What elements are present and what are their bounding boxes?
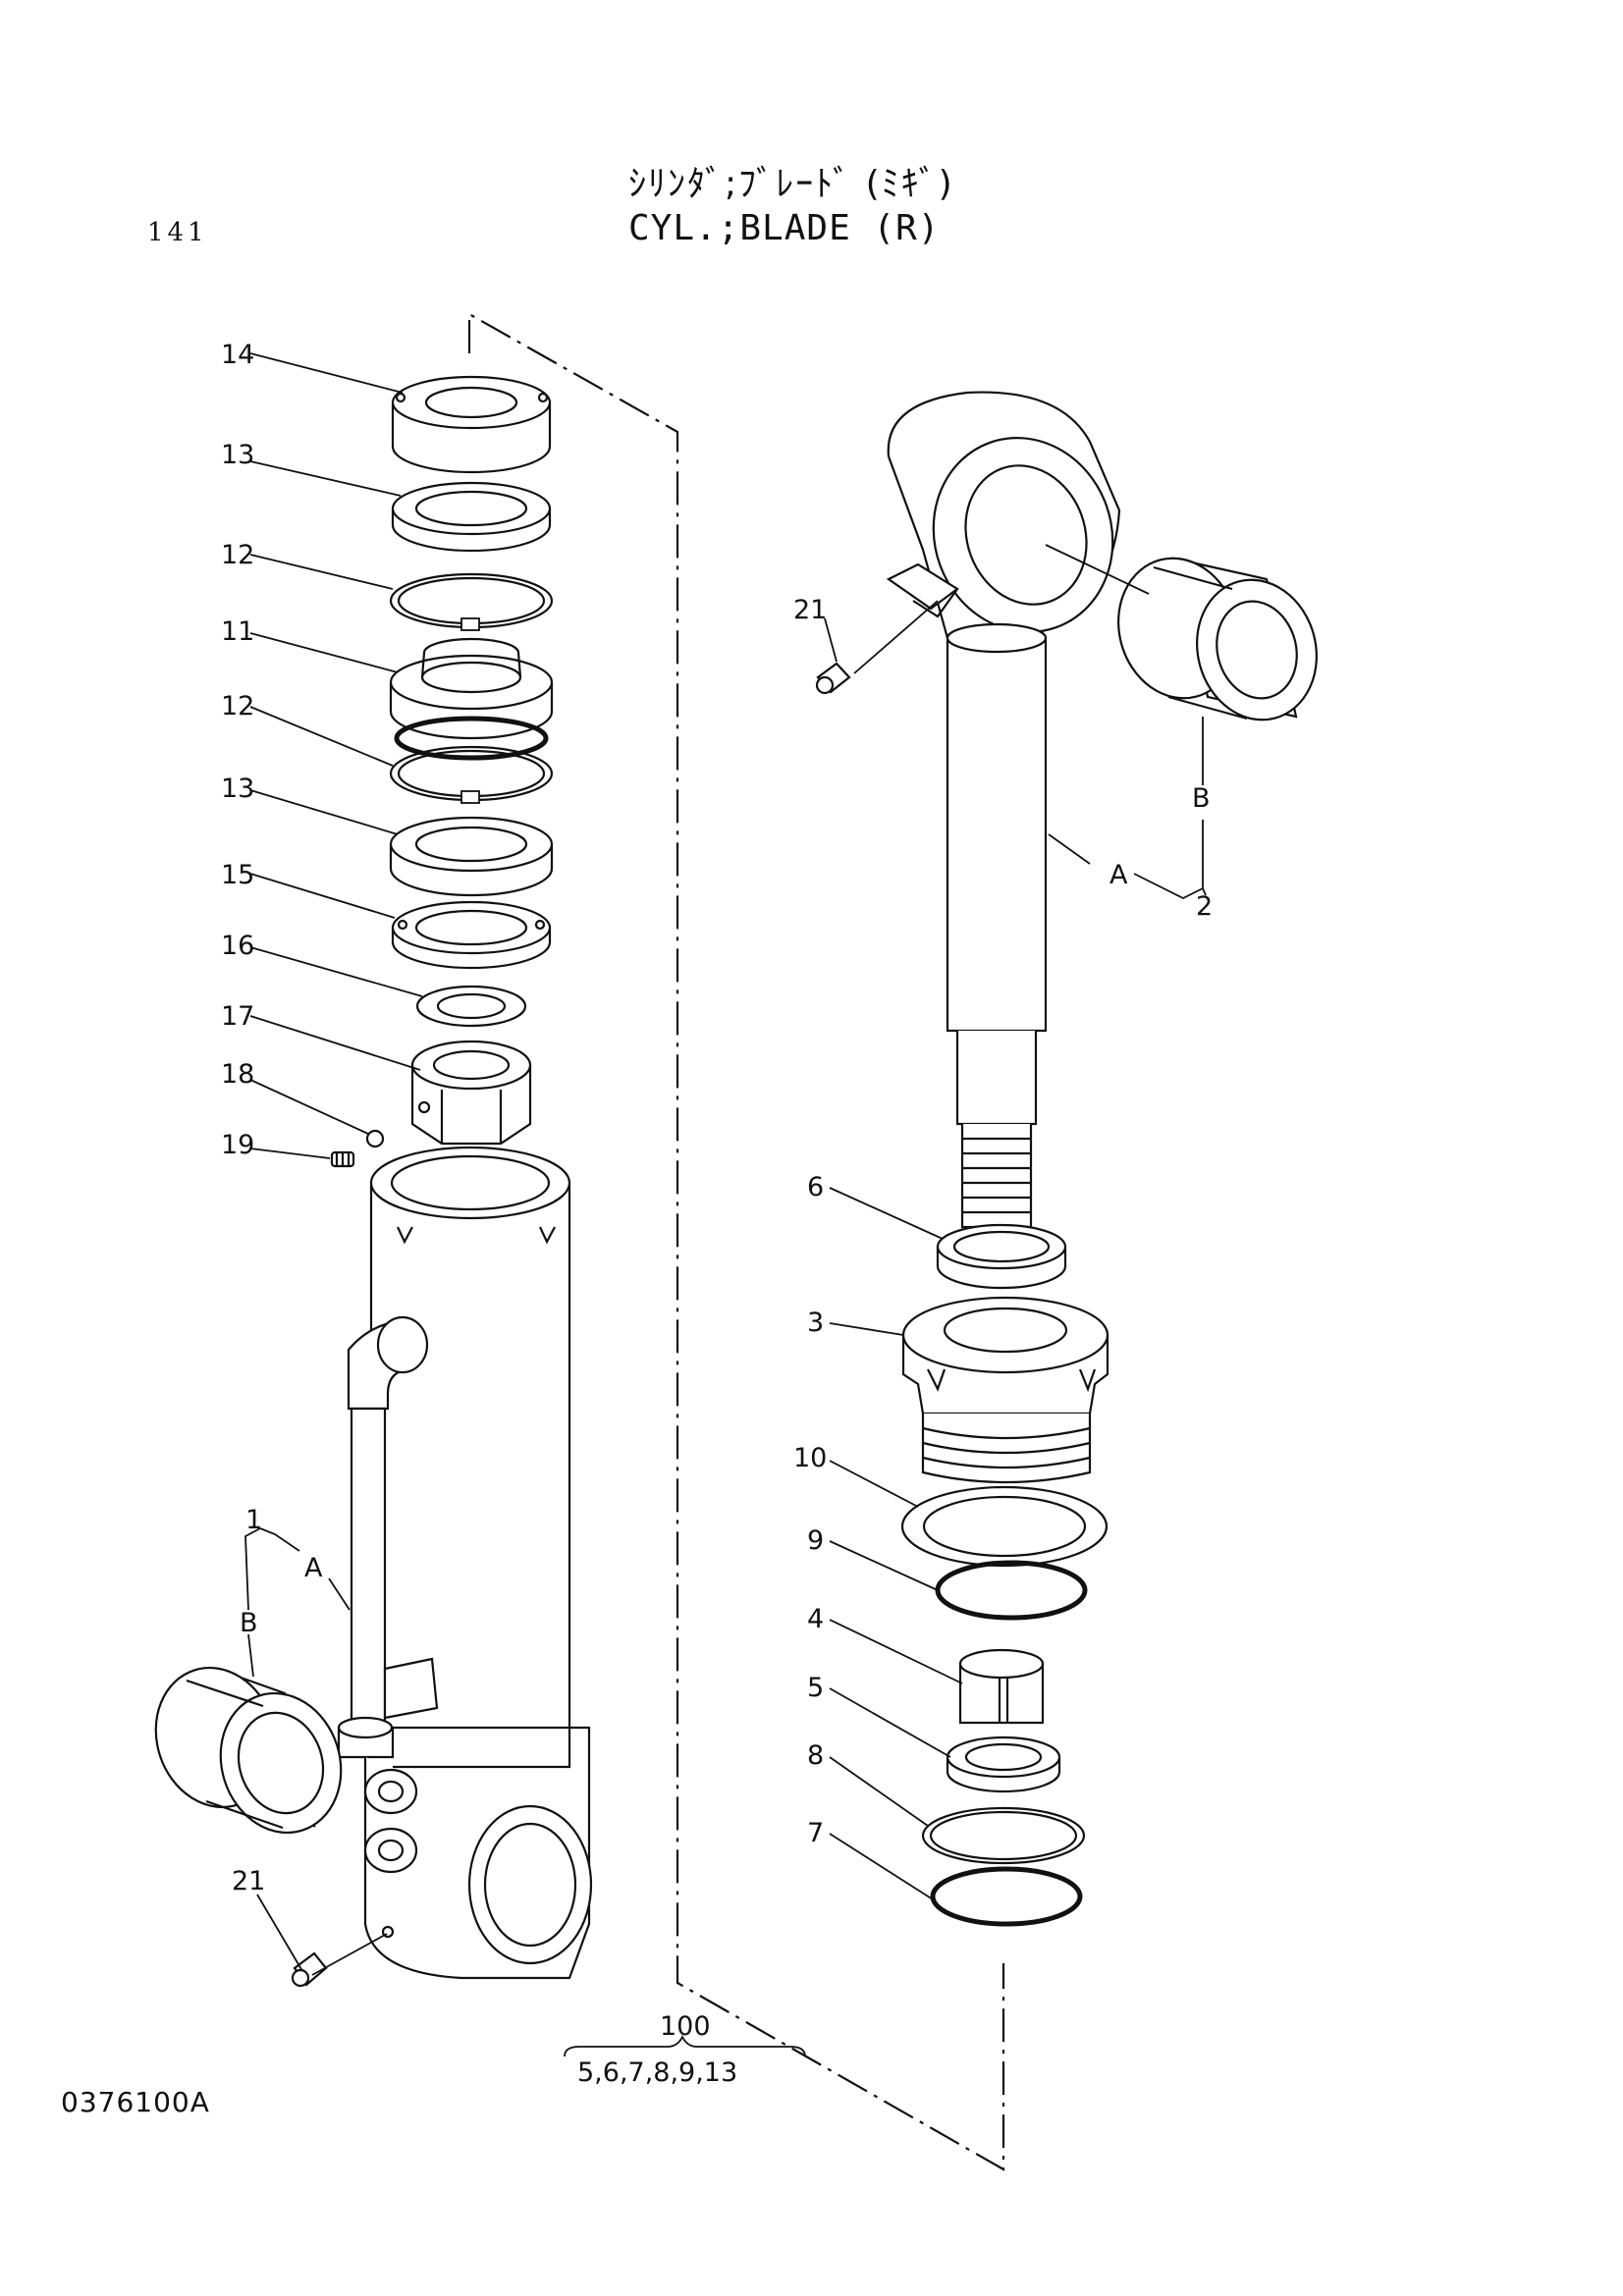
- part-21-grease-fitting-upper: [815, 662, 851, 695]
- part-5-ring: [946, 1735, 1061, 1793]
- callout-16: 16: [221, 931, 254, 961]
- part-7-o-ring: [930, 1866, 1083, 1927]
- callout-21: 21: [232, 1866, 265, 1896]
- part-12-snap-ring-bottom: [389, 745, 554, 804]
- callout-10: 10: [793, 1443, 827, 1473]
- part-12-snap-ring-top: [389, 572, 554, 631]
- part-13-ring-bottom: [389, 816, 554, 897]
- callout-18: 18: [221, 1059, 254, 1090]
- callout-9: 9: [807, 1525, 824, 1556]
- callout-5: 5: [807, 1673, 824, 1703]
- part-3-cylinder-head: [901, 1296, 1109, 1484]
- callout-15: 15: [221, 860, 254, 890]
- callout-11: 11: [221, 616, 254, 647]
- part-14-ring: [391, 375, 552, 474]
- callout-12: 12: [221, 540, 254, 570]
- part-11-packing: [389, 637, 554, 761]
- part-13-ring-top: [391, 481, 552, 553]
- part-18-ball: [365, 1129, 385, 1148]
- callout-13: 13: [221, 774, 254, 804]
- callout-labels: 14 13 12 11 12 13 15 16 17 18 19 1 A B 2…: [221, 340, 1213, 2088]
- part-8-seal-ring: [921, 1806, 1086, 1865]
- drawing-number: 0376100A: [61, 2086, 210, 2118]
- bushing-left: [154, 1666, 343, 1835]
- callout-1-a: A: [304, 1553, 323, 1583]
- part-4-bushing: [958, 1648, 1045, 1725]
- kit-number: 100: [660, 2011, 711, 2042]
- part-19-set-screw: [330, 1150, 355, 1168]
- callout-12: 12: [221, 691, 254, 721]
- callout-2-b: B: [1192, 783, 1211, 814]
- assembly-centerline: [467, 312, 1005, 2171]
- title-japanese: ｼﾘﾝﾀﾞ;ﾌﾞﾚｰﾄﾞ (ﾐｷﾞ): [628, 164, 954, 204]
- bushing-right: [1117, 557, 1318, 721]
- page-number: 141: [147, 218, 208, 247]
- part-1-cylinder-tube: [337, 1146, 593, 1980]
- callout-6: 6: [807, 1172, 824, 1202]
- kit-contents: 5,6,7,8,9,13: [577, 2057, 737, 2088]
- callout-21: 21: [793, 595, 827, 625]
- callout-7: 7: [807, 1818, 824, 1848]
- callout-19: 19: [221, 1130, 254, 1160]
- callout-13: 13: [221, 440, 254, 470]
- callout-1-b: B: [240, 1608, 258, 1638]
- callout-3: 3: [807, 1308, 824, 1338]
- callout-1: 1: [245, 1505, 262, 1535]
- callout-2-a: A: [1109, 860, 1128, 890]
- part-17-nut: [410, 1040, 532, 1146]
- callout-8: 8: [807, 1740, 824, 1771]
- callout-14: 14: [221, 340, 254, 370]
- callout-17: 17: [221, 1001, 254, 1032]
- part-6-ring: [936, 1223, 1067, 1290]
- part-10-backup-ring: [900, 1485, 1109, 1568]
- callout-4: 4: [807, 1604, 824, 1634]
- part-15-backup-ring: [391, 900, 552, 970]
- title-english: CYL.;BLADE (R): [628, 208, 941, 248]
- part-16-washer: [415, 985, 527, 1028]
- part-9-o-ring: [935, 1560, 1088, 1621]
- part-2-piston-rod: [886, 391, 1121, 1229]
- callout-2: 2: [1196, 891, 1213, 922]
- leader-lines: [244, 352, 1207, 2057]
